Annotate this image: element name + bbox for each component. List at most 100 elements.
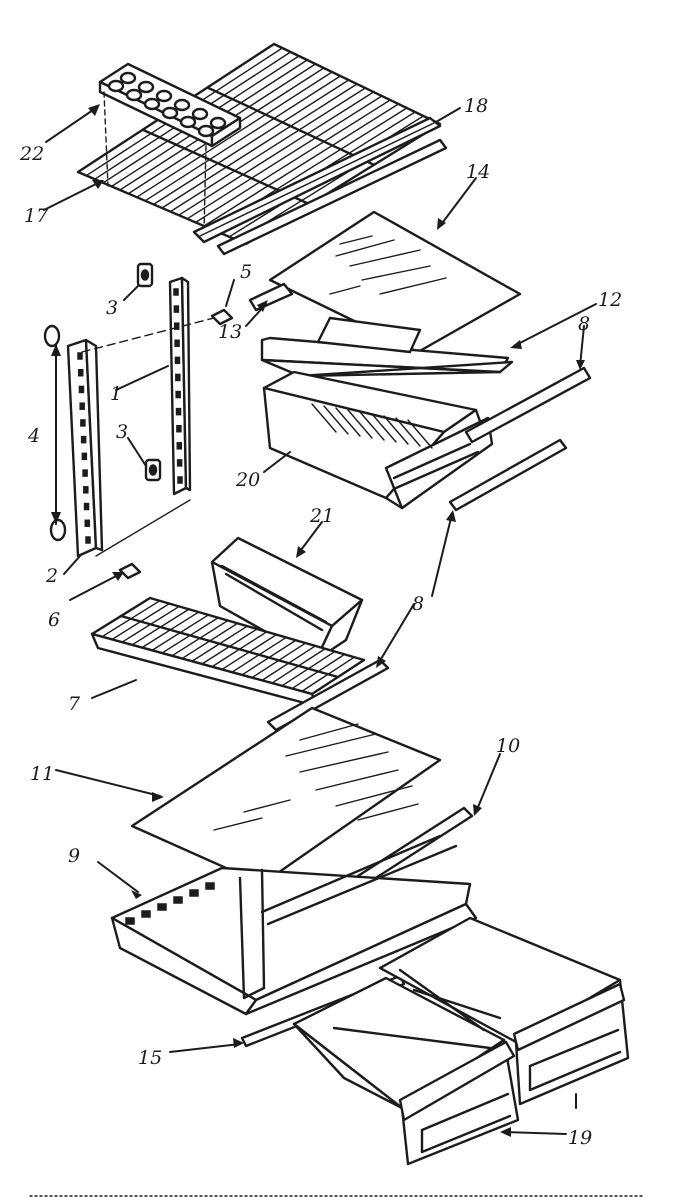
rail-cap-top [43,324,61,348]
drawer-slat [371,413,397,443]
shelf-trim-top [192,116,448,256]
drawer-slide-rail-upper-b [448,438,568,512]
glass-glare [329,285,361,295]
ladder-slot [80,435,87,444]
egg-cup [173,98,191,112]
drawer-slat [335,407,361,437]
ladder-slot [80,419,86,427]
shelf-wire [203,103,400,227]
ladder-slot [173,322,180,330]
shelf-wire [178,91,375,216]
crisper-drawer-left [292,976,520,1166]
ladder-slot [173,288,179,296]
callout-11: 11 [30,763,54,785]
callout-20: 20 [235,469,260,491]
ladder-slot [78,385,85,394]
callout-13: 13 [218,321,242,343]
ladder-slot [77,352,83,360]
callout-1: 1 [110,383,122,405]
glass-glare [361,265,431,281]
crisper-frame [110,834,478,1016]
glass-glare [335,239,395,257]
callout-3-upper: 3 [106,297,118,319]
ladder-slot [174,356,181,365]
egg-cup [161,106,179,120]
egg-cup [125,88,143,102]
drawer-slide-rail-upper-a [464,366,592,444]
ladder-slot [175,390,181,399]
crisper-cover-glass-lower [130,706,442,886]
frame-slot [157,903,167,911]
egg-cup [143,97,161,111]
glass-glare [357,803,419,821]
drawer-slide-rail-lower [266,658,390,732]
rail-screw-6 [118,562,142,580]
callout-labels: 22 17 18 14 5 3 1 3 4 13 12 8 20 21 2 6 … [19,95,622,1149]
glass-glare [299,723,359,741]
rail-cap-bottom [49,518,67,542]
egg-cup [119,71,137,85]
ladder-slot [77,368,84,377]
drawer-slat [323,405,349,435]
shelf-wire [194,99,391,224]
callout-14: 14 [466,161,490,183]
egg-cup [191,107,209,121]
glass-glare [285,733,377,757]
ladder-slot [82,469,88,477]
ladder-slot [174,339,180,348]
callout-2: 2 [45,565,58,587]
shelf-wire [144,75,342,202]
callout-12: 12 [598,289,622,311]
callout-4: 4 [27,425,40,447]
ladder-slot [176,424,182,433]
ladder-slot [85,536,91,544]
callout-15: 15 [138,1047,162,1069]
callout-8-lower: 8 [412,593,424,615]
glass-glare [299,751,389,773]
callout-10: 10 [496,735,520,757]
crisper-drawer-right [378,916,630,1106]
glass-glare [243,799,291,813]
drawer-slat [395,417,421,447]
crisper-cover-frame [260,316,514,378]
egg-cup [137,80,155,94]
meat-drawer [262,370,494,510]
shelf-crossbar [119,614,340,679]
shelf-wire [136,71,333,198]
callout-21: 21 [309,505,334,527]
ladder-slot [173,305,180,313]
ladder-slot [177,476,183,484]
callout-8-upper: 8 [578,313,590,335]
glass-glare [315,769,399,791]
callout-9: 9 [68,845,80,867]
ladder-slot [83,502,90,511]
glass-glare [335,785,413,807]
drawer-slat [347,409,373,439]
ladder-slot [176,442,183,450]
glass-glare [213,817,263,831]
callout-18: 18 [464,95,488,117]
frame-slot [189,889,199,897]
drawer-slat [383,415,409,445]
egg-tray [98,62,242,233]
callout-3-lower: 3 [116,421,128,443]
shelf-ladder-left [66,338,104,558]
drawer-slat [407,419,433,449]
shelf-screw-5 [210,308,234,326]
frame-slot [173,896,183,904]
ladder-slot [176,459,183,467]
shelf-ladder-right [168,276,192,496]
ladder-slot [81,452,88,461]
shelf-wire [169,87,366,213]
cover-support-13 [248,282,294,312]
glass-glare [379,277,447,295]
ladder-slot [79,402,85,410]
drawer-slat [359,411,385,441]
ladder-slot [83,486,89,494]
egg-cup [179,115,197,129]
frame-slot [125,917,135,925]
callout-19: 19 [568,1127,592,1149]
shelf-wire [161,83,358,209]
callout-17: 17 [24,205,49,227]
